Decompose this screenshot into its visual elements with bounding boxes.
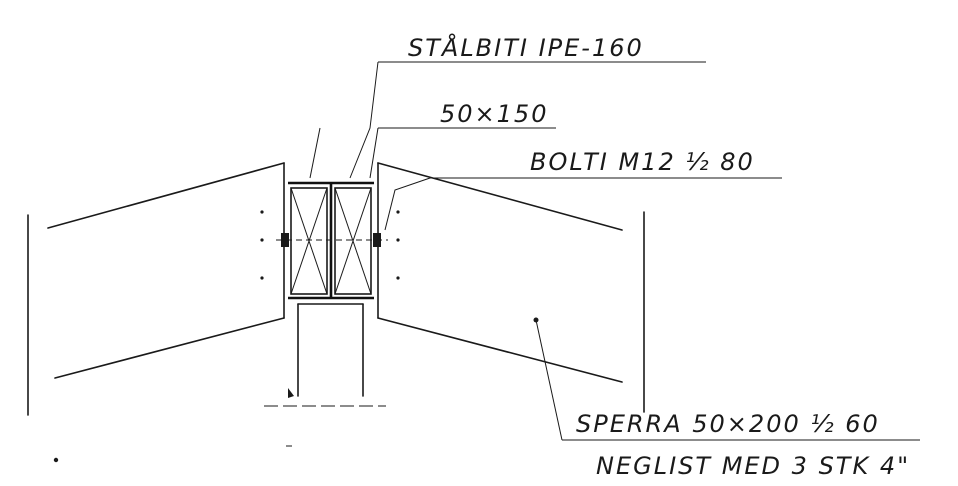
nail-dot: [396, 238, 400, 242]
label-wood-size: 50×150: [440, 100, 548, 128]
bolt-head-right: [373, 233, 381, 247]
nail-dot: [396, 276, 400, 280]
leader-wood-right: [369, 127, 379, 179]
leader-bolts: [384, 177, 431, 231]
arrow-marker: [288, 388, 294, 398]
nail-dot: [260, 210, 264, 214]
right-rafter-top-edge: [377, 162, 623, 231]
nail-dot: [260, 238, 264, 242]
nail-dot: [260, 276, 264, 280]
stray-mark: [53, 457, 59, 463]
right-rafter-bottom-edge: [377, 317, 623, 383]
label-rafter: SPERRA 50×200 ½ 60: [576, 410, 880, 438]
wood-block-right: [334, 187, 372, 295]
leader-rafter: [535, 319, 563, 441]
left-rafter-bottom-edge: [54, 317, 285, 379]
label-nailing: NEGLIST MED 3 STK 4": [596, 452, 910, 480]
nail-dot: [396, 210, 400, 214]
label-steel-beam: STÅLBITI IPE-160: [408, 33, 644, 62]
leader-steel-beam: [349, 61, 379, 179]
leader-wood-left: [309, 127, 321, 179]
bolt-head-left: [281, 233, 289, 247]
left-rafter-top-edge: [47, 162, 285, 229]
leader-rafter-dot: [533, 317, 539, 323]
wood-block-left-diag-2: [290, 187, 328, 295]
wood-block-right-diag-2: [334, 187, 372, 295]
label-bolts: BOLTI M12 ½ 80: [530, 148, 755, 176]
wood-block-left: [290, 187, 328, 295]
